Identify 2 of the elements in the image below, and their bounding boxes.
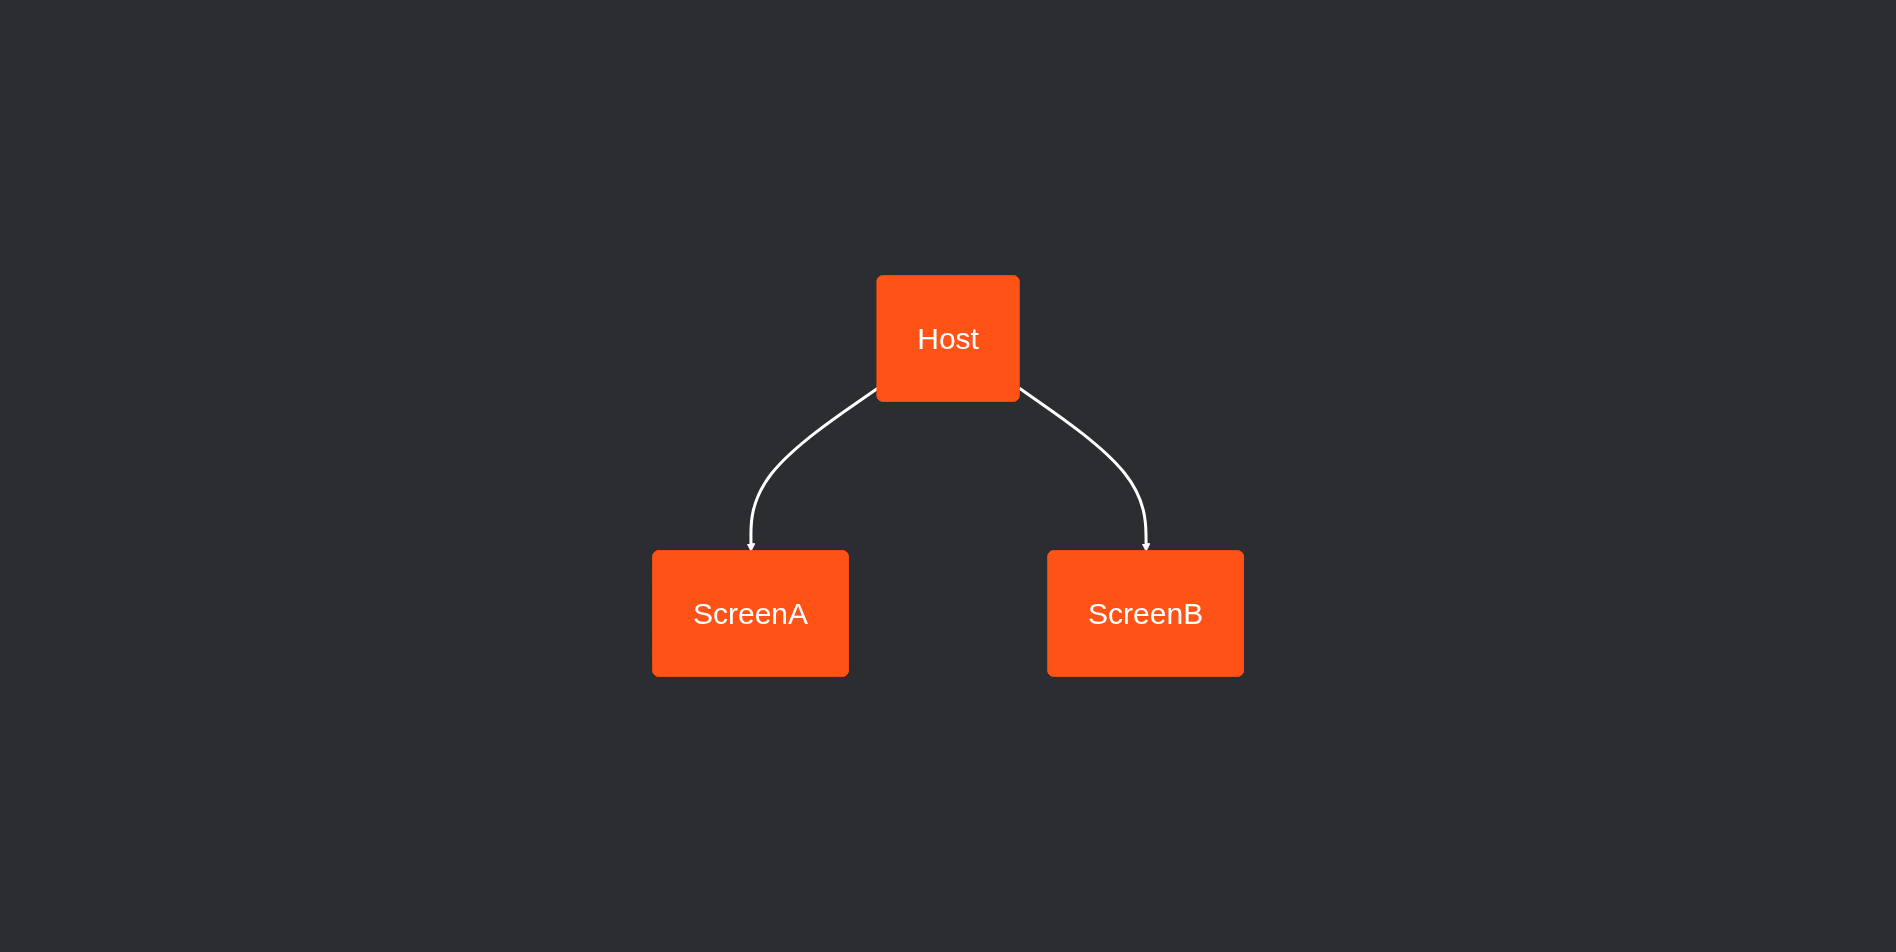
arrow	[746, 387, 879, 552]
arrow	[1018, 387, 1151, 552]
